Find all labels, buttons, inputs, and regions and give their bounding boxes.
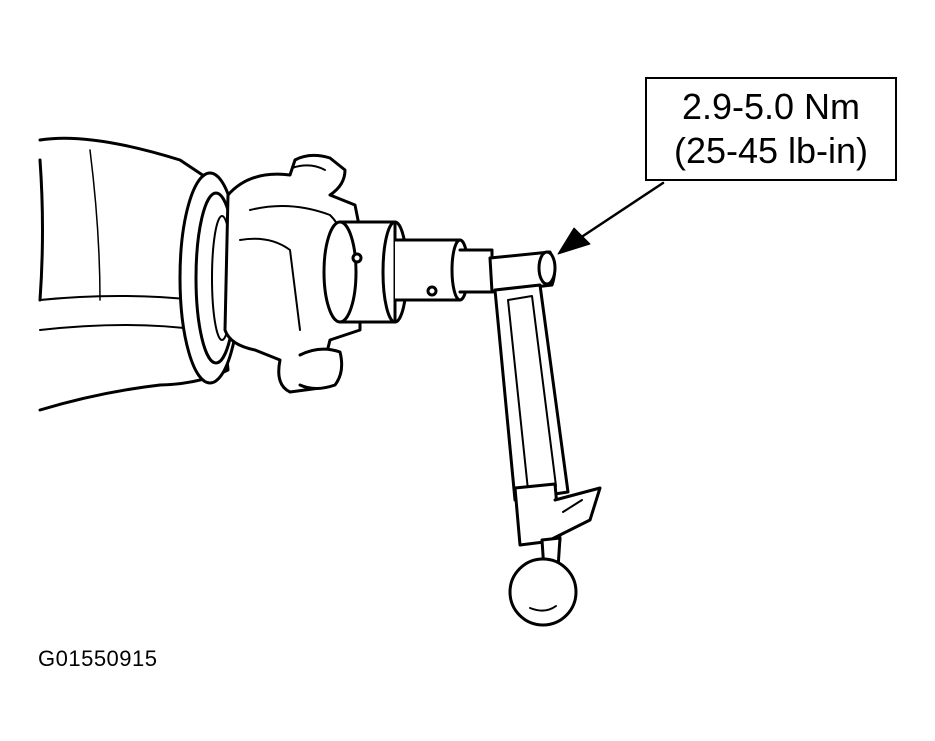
shift-shaft [393,238,494,302]
torque-metric-label: 2.9-5.0 Nm [681,86,861,127]
shifter-housing [223,153,362,394]
shift-lever-arm [493,283,570,502]
shift-knob [508,557,578,627]
torque-callout: 2.9-5.0 Nm (25-45 lb-in) [645,77,897,181]
figure-id-label: G01550915 [38,646,158,671]
lever-head [488,250,557,294]
lever-bracket [513,482,602,572]
shaft-collar [322,220,409,324]
torque-imperial-label: (25-45 lb-in) [673,130,869,171]
callout-leader-arrow [557,181,665,255]
